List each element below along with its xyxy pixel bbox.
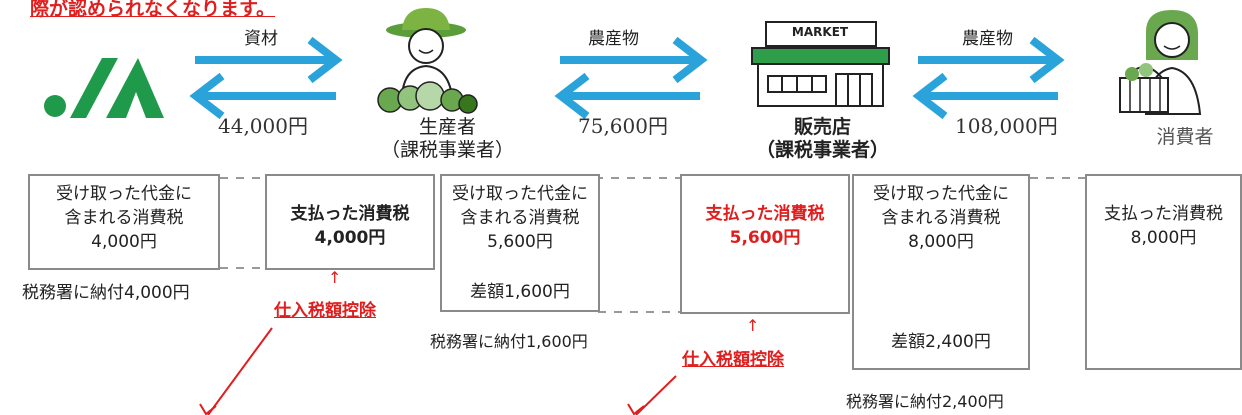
box-amount: 8,000円: [1130, 228, 1197, 248]
farmer-illustration: [372, 4, 480, 122]
ja-logo: [40, 40, 165, 120]
box-difference: 差額1,600円: [470, 282, 570, 302]
flow-arrows: [189, 36, 1065, 120]
producer-label: 生産者 （課税事業者）: [360, 116, 535, 162]
store-received-tax-box: 受け取った代金に 含まれる消費税 8,000円 差額2,400円: [852, 174, 1030, 370]
store-name: 販売店: [793, 116, 851, 138]
producer-paid-tax-box: 支払った消費税 4,000円: [265, 174, 435, 270]
producer-tax-payment: 税務署に納付1,600円: [430, 332, 588, 351]
arrow-pair-store-consumer: [912, 36, 1065, 120]
arrow-pair-producer-store: [554, 36, 708, 120]
flow-amount-2: 75,600円: [578, 114, 668, 138]
box-line: 含まれる消費税: [881, 208, 1001, 228]
consumer-illustration: [1106, 4, 1230, 122]
box-line: 支払った消費税: [705, 204, 825, 224]
box-line: 受け取った代金に: [873, 184, 1009, 204]
box-line: 含まれる消費税: [64, 208, 184, 228]
store-tax-payment: 税務署に納付2,400円: [846, 392, 1004, 411]
producer-received-tax-box: 受け取った代金に 含まれる消費税 5,600円 差額1,600円: [440, 174, 600, 312]
flow-amount-1: 44,000円: [218, 114, 308, 138]
box-amount: 4,000円: [314, 228, 386, 248]
flow-item-3: 農産物: [962, 29, 1013, 49]
store-illustration: [748, 18, 893, 108]
consumer-paid-tax-box: 支払った消費税 8,000円: [1085, 174, 1242, 370]
consumer-label: 消費者: [1156, 126, 1214, 148]
box-line: 含まれる消費税: [460, 208, 580, 228]
box-amount: 8,000円: [908, 232, 974, 252]
arrow-pair-ja-producer: [189, 36, 343, 120]
producer-name: 生産者: [418, 116, 476, 138]
up-arrow-1: ↑: [328, 268, 342, 287]
store-paid-tax-box: 支払った消費税 5,600円: [680, 174, 850, 314]
box-amount: 5,600円: [487, 232, 553, 252]
ja-received-tax-box: 受け取った代金に 含まれる消費税 4,000円: [28, 174, 220, 270]
flow-item-2: 農産物: [588, 29, 639, 49]
up-arrow-2: ↑: [746, 316, 760, 335]
box-line: 受け取った代金に: [56, 184, 192, 204]
header-fragment: 際が認められなくなります。: [30, 0, 276, 20]
flow-amount-3: 108,000円: [955, 114, 1058, 138]
box-amount: 4,000円: [91, 232, 157, 252]
box-line: 支払った消費税: [1104, 204, 1223, 224]
deduction-label-1: 仕入税額控除: [274, 301, 376, 321]
box-line: 支払った消費税: [290, 204, 410, 224]
deduction-label-2: 仕入税額控除: [682, 350, 784, 370]
box-difference: 差額2,400円: [891, 332, 991, 352]
ja-tax-payment: 税務署に納付4,000円: [22, 283, 190, 303]
flow-item-1: 資材: [244, 29, 278, 49]
producer-type: （課税事業者）: [380, 139, 514, 161]
store-type: （課税事業者）: [755, 139, 889, 161]
market-sign: MARKET: [791, 25, 849, 39]
store-label: 販売店 （課税事業者）: [735, 116, 910, 162]
box-amount: 5,600円: [729, 228, 801, 248]
box-line: 受け取った代金に: [452, 184, 588, 204]
